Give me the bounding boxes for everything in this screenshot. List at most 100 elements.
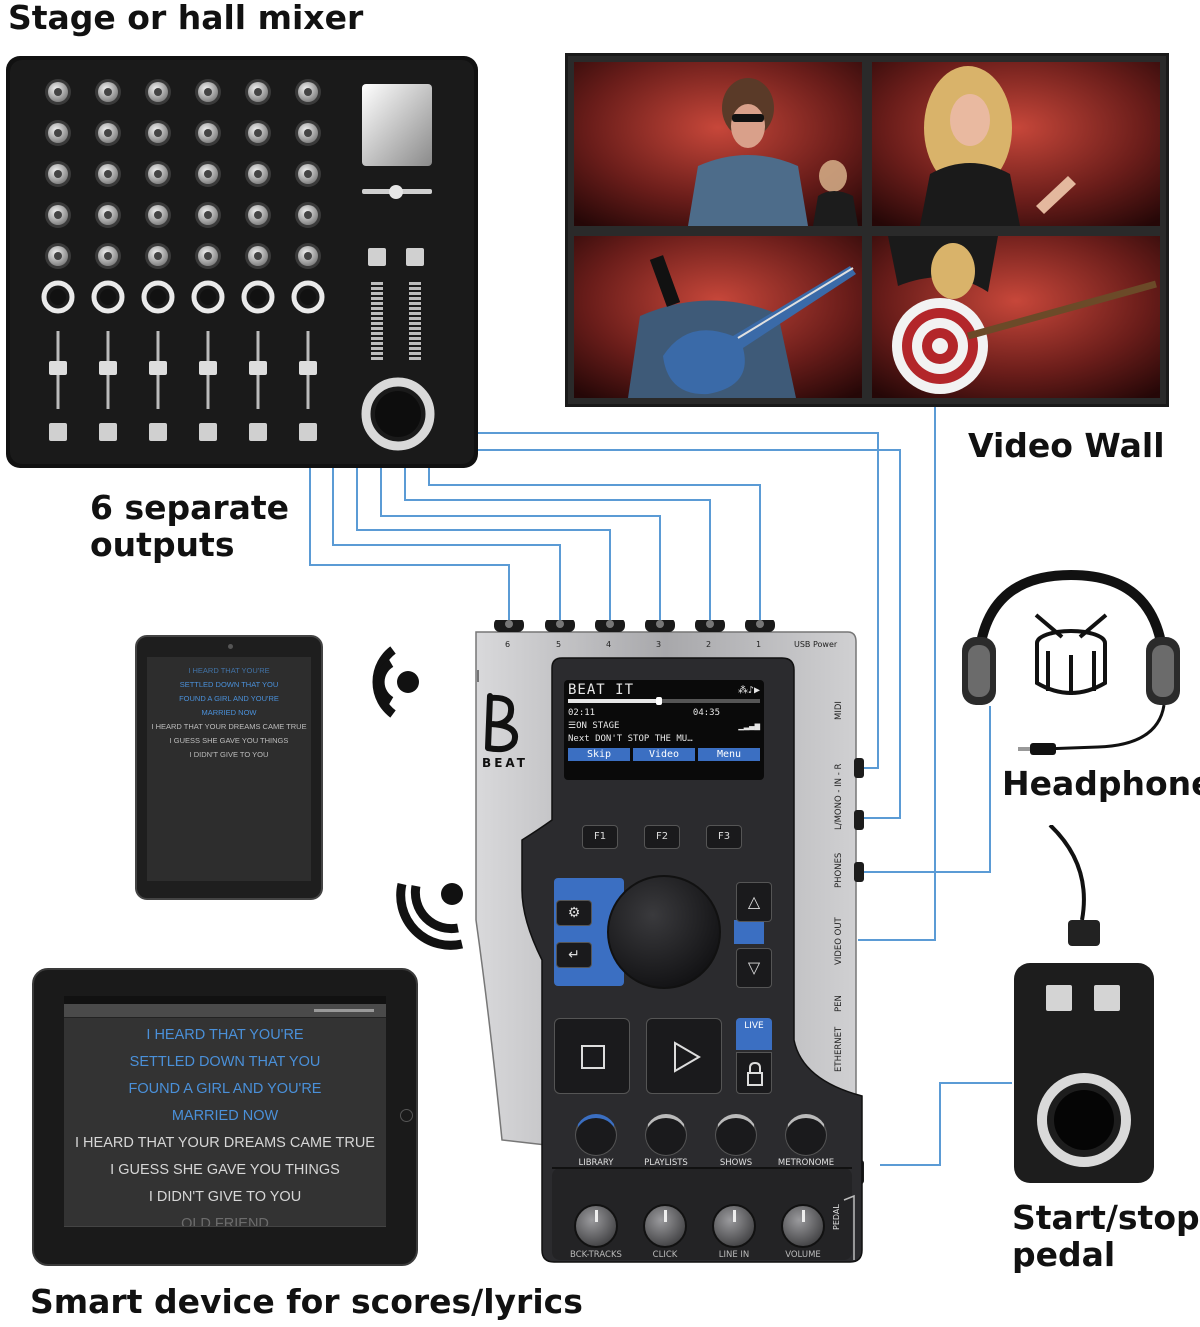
cable-line-in-l	[476, 432, 879, 769]
cable-output-4	[356, 468, 611, 620]
cable-pedal	[880, 1082, 1012, 1166]
lyric-line: I HEARD THAT YOU'RE	[188, 666, 270, 675]
usb-power-label: USB Power	[794, 640, 838, 649]
large-tablet-home-button[interactable]	[400, 1109, 413, 1122]
play-icon	[674, 1041, 701, 1073]
output-port-label: 3	[656, 640, 662, 649]
live-indicator: LIVE	[736, 1018, 772, 1050]
knob-click[interactable]	[643, 1204, 687, 1248]
mixer-fader[interactable]	[49, 361, 67, 375]
lcd-status-icons: ⁂♪▶	[737, 685, 760, 696]
knob-volume[interactable]	[781, 1204, 825, 1248]
round-button-metronome[interactable]	[785, 1114, 827, 1156]
knob-bck-tracks[interactable]	[574, 1204, 618, 1248]
start-stop-pedal	[1014, 825, 1154, 1183]
video-panel-2	[872, 62, 1160, 226]
lock-icon	[747, 1061, 763, 1086]
knob-indicator	[595, 1210, 598, 1222]
mixer-gain-ring[interactable]	[141, 280, 175, 314]
mixer-mute-button[interactable]	[299, 423, 317, 441]
lcd-time-elapsed: 02:11	[568, 708, 596, 718]
round-button-label: LIBRARY	[578, 1158, 614, 1168]
softkey-skip[interactable]: Skip	[568, 748, 630, 761]
mixer-gain-ring[interactable]	[91, 280, 125, 314]
down-button[interactable]: ▽	[736, 948, 772, 988]
mixer-fader[interactable]	[99, 361, 117, 375]
mixer-fader[interactable]	[149, 361, 167, 375]
softkey-menu[interactable]: Menu	[698, 748, 760, 761]
side-port-label: PEN	[834, 995, 844, 1012]
cable-output-2	[404, 468, 711, 620]
lyric-line: MARRIED NOW	[201, 708, 257, 717]
knob-indicator	[664, 1210, 667, 1222]
settings-button[interactable]: ⚙	[556, 900, 592, 926]
play-button[interactable]	[646, 1018, 722, 1094]
large-tablet-tabbar	[64, 1226, 386, 1240]
round-button-library[interactable]	[575, 1114, 617, 1156]
mixer-fader[interactable]	[249, 361, 267, 375]
video-wall	[565, 53, 1169, 407]
lock-button[interactable]	[736, 1052, 772, 1094]
round-button-label: SHOWS	[719, 1158, 753, 1168]
mixer-gain-ring[interactable]	[41, 280, 75, 314]
side-port-label: L/MONO - IN - R	[834, 763, 844, 830]
drum-icon	[1034, 613, 1108, 695]
mixer-gain-ring[interactable]	[241, 280, 275, 314]
mixer-mute-button[interactable]	[99, 423, 117, 441]
lyric-line: I HEARD THAT YOU'RE	[146, 1027, 304, 1043]
round-button-shows[interactable]	[715, 1114, 757, 1156]
softkey-video[interactable]: Video	[633, 748, 695, 761]
mixer-gain-ring[interactable]	[191, 280, 225, 314]
function-key-f1[interactable]: F1	[582, 825, 618, 849]
lyric-line: FOUND A GIRL AND YOU'RE	[179, 694, 279, 703]
mixer-mute-button[interactable]	[249, 423, 267, 441]
mixer-gain-ring[interactable]	[291, 280, 325, 314]
pedal-button-left	[1046, 985, 1072, 1011]
knob-label: BCK-TRACKS	[570, 1250, 622, 1260]
lyric-line: I HEARD THAT YOUR DREAMS CAME TRUE	[151, 722, 307, 731]
mixer-fader[interactable]	[299, 361, 317, 375]
mixer-mute-button[interactable]	[49, 423, 67, 441]
output-port-label: 6	[505, 640, 511, 649]
mixer-mute-button[interactable]	[149, 423, 167, 441]
mixer-screen	[362, 84, 432, 166]
cable-line-in-r	[476, 449, 901, 819]
round-button-playlists[interactable]	[645, 1114, 687, 1156]
wifi-icon	[372, 646, 419, 718]
function-key-f2[interactable]: F2	[644, 825, 680, 849]
up-button[interactable]: △	[736, 882, 772, 922]
lyric-line: MARRIED NOW	[171, 1108, 279, 1124]
cable-output-5	[332, 468, 561, 620]
mixer-mute-button[interactable]	[199, 423, 217, 441]
beat-logo-text: BEAT	[482, 756, 528, 770]
output-port-label: 1	[756, 640, 762, 649]
stop-button[interactable]	[554, 1018, 630, 1094]
cable-output-6	[309, 468, 510, 620]
knob-label: VOLUME	[785, 1250, 821, 1260]
mixer-channel	[291, 79, 325, 441]
lyric-line: I DIDN'T GIVE TO YOU	[189, 750, 269, 759]
mixer-channel	[41, 79, 75, 441]
video-panel-3	[574, 236, 862, 398]
knob-line-in[interactable]	[712, 1204, 756, 1248]
mixer-channel	[141, 79, 175, 441]
cable-video-out	[858, 406, 936, 941]
mixer-master-dial	[361, 377, 435, 451]
lcd-time-total: 04:35	[692, 708, 720, 718]
mixer-fader[interactable]	[199, 361, 217, 375]
knob-indicator	[802, 1210, 805, 1222]
triangle-down-icon: ▽	[747, 958, 761, 977]
video-panel-1	[574, 62, 862, 226]
return-icon: ↵	[568, 947, 580, 963]
back-button[interactable]: ↵	[556, 942, 592, 968]
pedal-switch	[1037, 1073, 1131, 1167]
small-tablet-camera	[228, 644, 233, 649]
gear-icon: ⚙	[567, 905, 581, 921]
function-key-f3[interactable]: F3	[706, 825, 742, 849]
